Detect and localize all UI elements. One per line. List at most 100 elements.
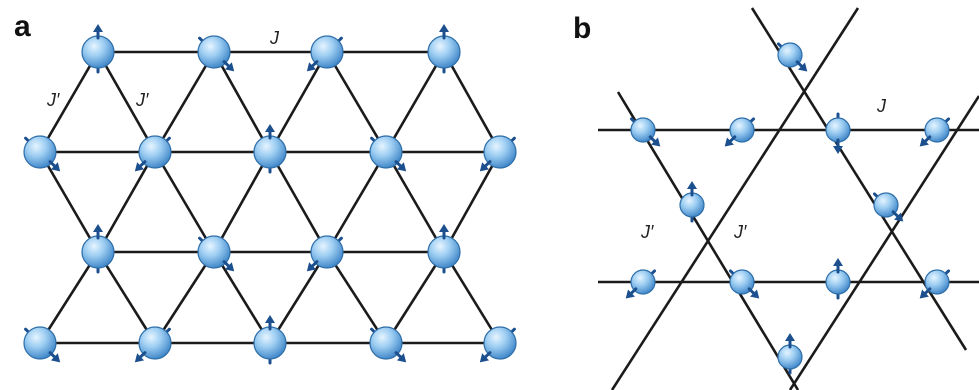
spin-arrow-head bbox=[396, 162, 407, 172]
spin-site-sphere bbox=[253, 326, 287, 360]
spin-site bbox=[306, 235, 344, 272]
bond-line bbox=[384, 251, 446, 344]
spin-site bbox=[81, 24, 115, 74]
spin-arrow-shaft bbox=[311, 260, 319, 268]
spin-site-sphere bbox=[825, 269, 851, 295]
spin-site-sphere bbox=[679, 192, 705, 218]
spin-arrow-head bbox=[479, 353, 490, 363]
panel-b-spin-sites bbox=[625, 42, 951, 375]
spin-arrow-shaft bbox=[48, 351, 56, 359]
spin-site-sphere bbox=[369, 135, 403, 169]
spin-arrow-head bbox=[93, 224, 103, 232]
bond-line bbox=[96, 251, 157, 344]
spin-site bbox=[253, 315, 287, 365]
spin-arrow-head bbox=[750, 289, 760, 299]
panel-b-bonds bbox=[598, 7, 979, 390]
spin-site-sphere bbox=[23, 326, 57, 360]
spin-arrow-head bbox=[50, 353, 61, 363]
spin-arrow-head bbox=[724, 137, 734, 147]
spin-arrow-head bbox=[93, 24, 103, 32]
panel-b-kagome-lattice: b J J′ J′ bbox=[573, 7, 979, 390]
spin-arrow-shaft bbox=[484, 160, 492, 168]
spin-site-sphere bbox=[369, 326, 403, 360]
spin-arrow-head bbox=[439, 224, 449, 232]
spin-arrow-head bbox=[798, 62, 808, 72]
panel-a-label: a bbox=[14, 10, 31, 43]
spin-site-sphere bbox=[197, 35, 231, 69]
spin-site-sphere bbox=[253, 135, 287, 169]
spin-arrow-shaft bbox=[222, 60, 230, 68]
spin-site bbox=[777, 333, 803, 375]
spin-site bbox=[825, 258, 851, 300]
spin-arrow-shaft bbox=[795, 60, 804, 68]
spin-arrow-head bbox=[306, 262, 317, 272]
spin-site-sphere bbox=[825, 117, 851, 143]
spin-site bbox=[919, 269, 951, 299]
spin-site bbox=[872, 192, 904, 222]
spin-arrow-shaft bbox=[728, 135, 737, 143]
spin-arrow-head bbox=[833, 146, 843, 154]
spin-site bbox=[134, 326, 172, 363]
bond-line bbox=[96, 51, 157, 153]
spin-arrow-head bbox=[479, 162, 490, 172]
bond-line bbox=[384, 151, 446, 253]
spin-arrow-head bbox=[265, 315, 275, 323]
spin-site bbox=[306, 35, 344, 72]
spin-arrow-head bbox=[50, 162, 61, 172]
spin-site bbox=[625, 269, 657, 299]
spin-arrow-head bbox=[919, 289, 929, 299]
panel-b-coupling-J-prime-right: J′ bbox=[733, 222, 747, 242]
panel-a-coupling-J: J bbox=[269, 28, 280, 48]
spin-site bbox=[253, 124, 287, 174]
spin-site-sphere bbox=[427, 235, 461, 269]
panel-a-bonds bbox=[38, 50, 502, 345]
spin-site-sphere bbox=[138, 326, 172, 360]
bond-line bbox=[325, 251, 388, 344]
spin-arrow-shaft bbox=[484, 351, 492, 359]
spin-site-sphere bbox=[23, 135, 57, 169]
spin-arrow-head bbox=[625, 289, 635, 299]
panel-b-coupling-J-prime-left: J′ bbox=[640, 222, 654, 242]
spin-arrow-head bbox=[687, 181, 697, 189]
bond-line bbox=[268, 51, 329, 153]
spin-arrow-shaft bbox=[923, 135, 932, 143]
spin-site bbox=[679, 181, 705, 223]
panel-b-label: b bbox=[573, 12, 591, 45]
spin-arrow-shaft bbox=[139, 160, 147, 168]
spin-site bbox=[629, 117, 661, 147]
bond-line bbox=[442, 51, 502, 153]
spin-arrow-head bbox=[396, 353, 407, 363]
spin-site bbox=[728, 269, 760, 299]
spin-arrow-shaft bbox=[48, 160, 56, 168]
spin-site-sphere bbox=[483, 326, 517, 360]
spin-site bbox=[427, 24, 461, 74]
bond-line bbox=[384, 51, 446, 153]
spin-arrow-head bbox=[265, 124, 275, 132]
spin-site bbox=[369, 326, 407, 363]
spin-arrow-shaft bbox=[394, 351, 402, 359]
spin-arrow-head bbox=[224, 62, 235, 72]
spin-arrow-head bbox=[134, 353, 145, 363]
spin-arrow-head bbox=[134, 162, 145, 172]
bond-line bbox=[153, 51, 216, 153]
bond-line bbox=[442, 151, 502, 253]
bond-line bbox=[212, 151, 272, 253]
spin-site bbox=[23, 135, 61, 172]
spin-arrow-head bbox=[651, 137, 661, 147]
spin-arrow-head bbox=[833, 258, 843, 266]
bond-line bbox=[325, 51, 388, 153]
panel-b-coupling-J: J bbox=[876, 96, 887, 116]
bond-line bbox=[268, 151, 329, 253]
spin-site bbox=[369, 135, 407, 172]
spin-site-sphere bbox=[81, 235, 115, 269]
spin-arrow-shaft bbox=[394, 160, 402, 168]
spin-site bbox=[23, 326, 61, 363]
bond-line bbox=[788, 95, 979, 390]
bond-line bbox=[153, 251, 216, 344]
spin-arrow-shaft bbox=[222, 260, 230, 268]
bond-line bbox=[38, 251, 100, 344]
spin-arrow-shaft bbox=[139, 351, 147, 359]
bond-line bbox=[268, 251, 329, 344]
spin-site bbox=[724, 117, 756, 147]
